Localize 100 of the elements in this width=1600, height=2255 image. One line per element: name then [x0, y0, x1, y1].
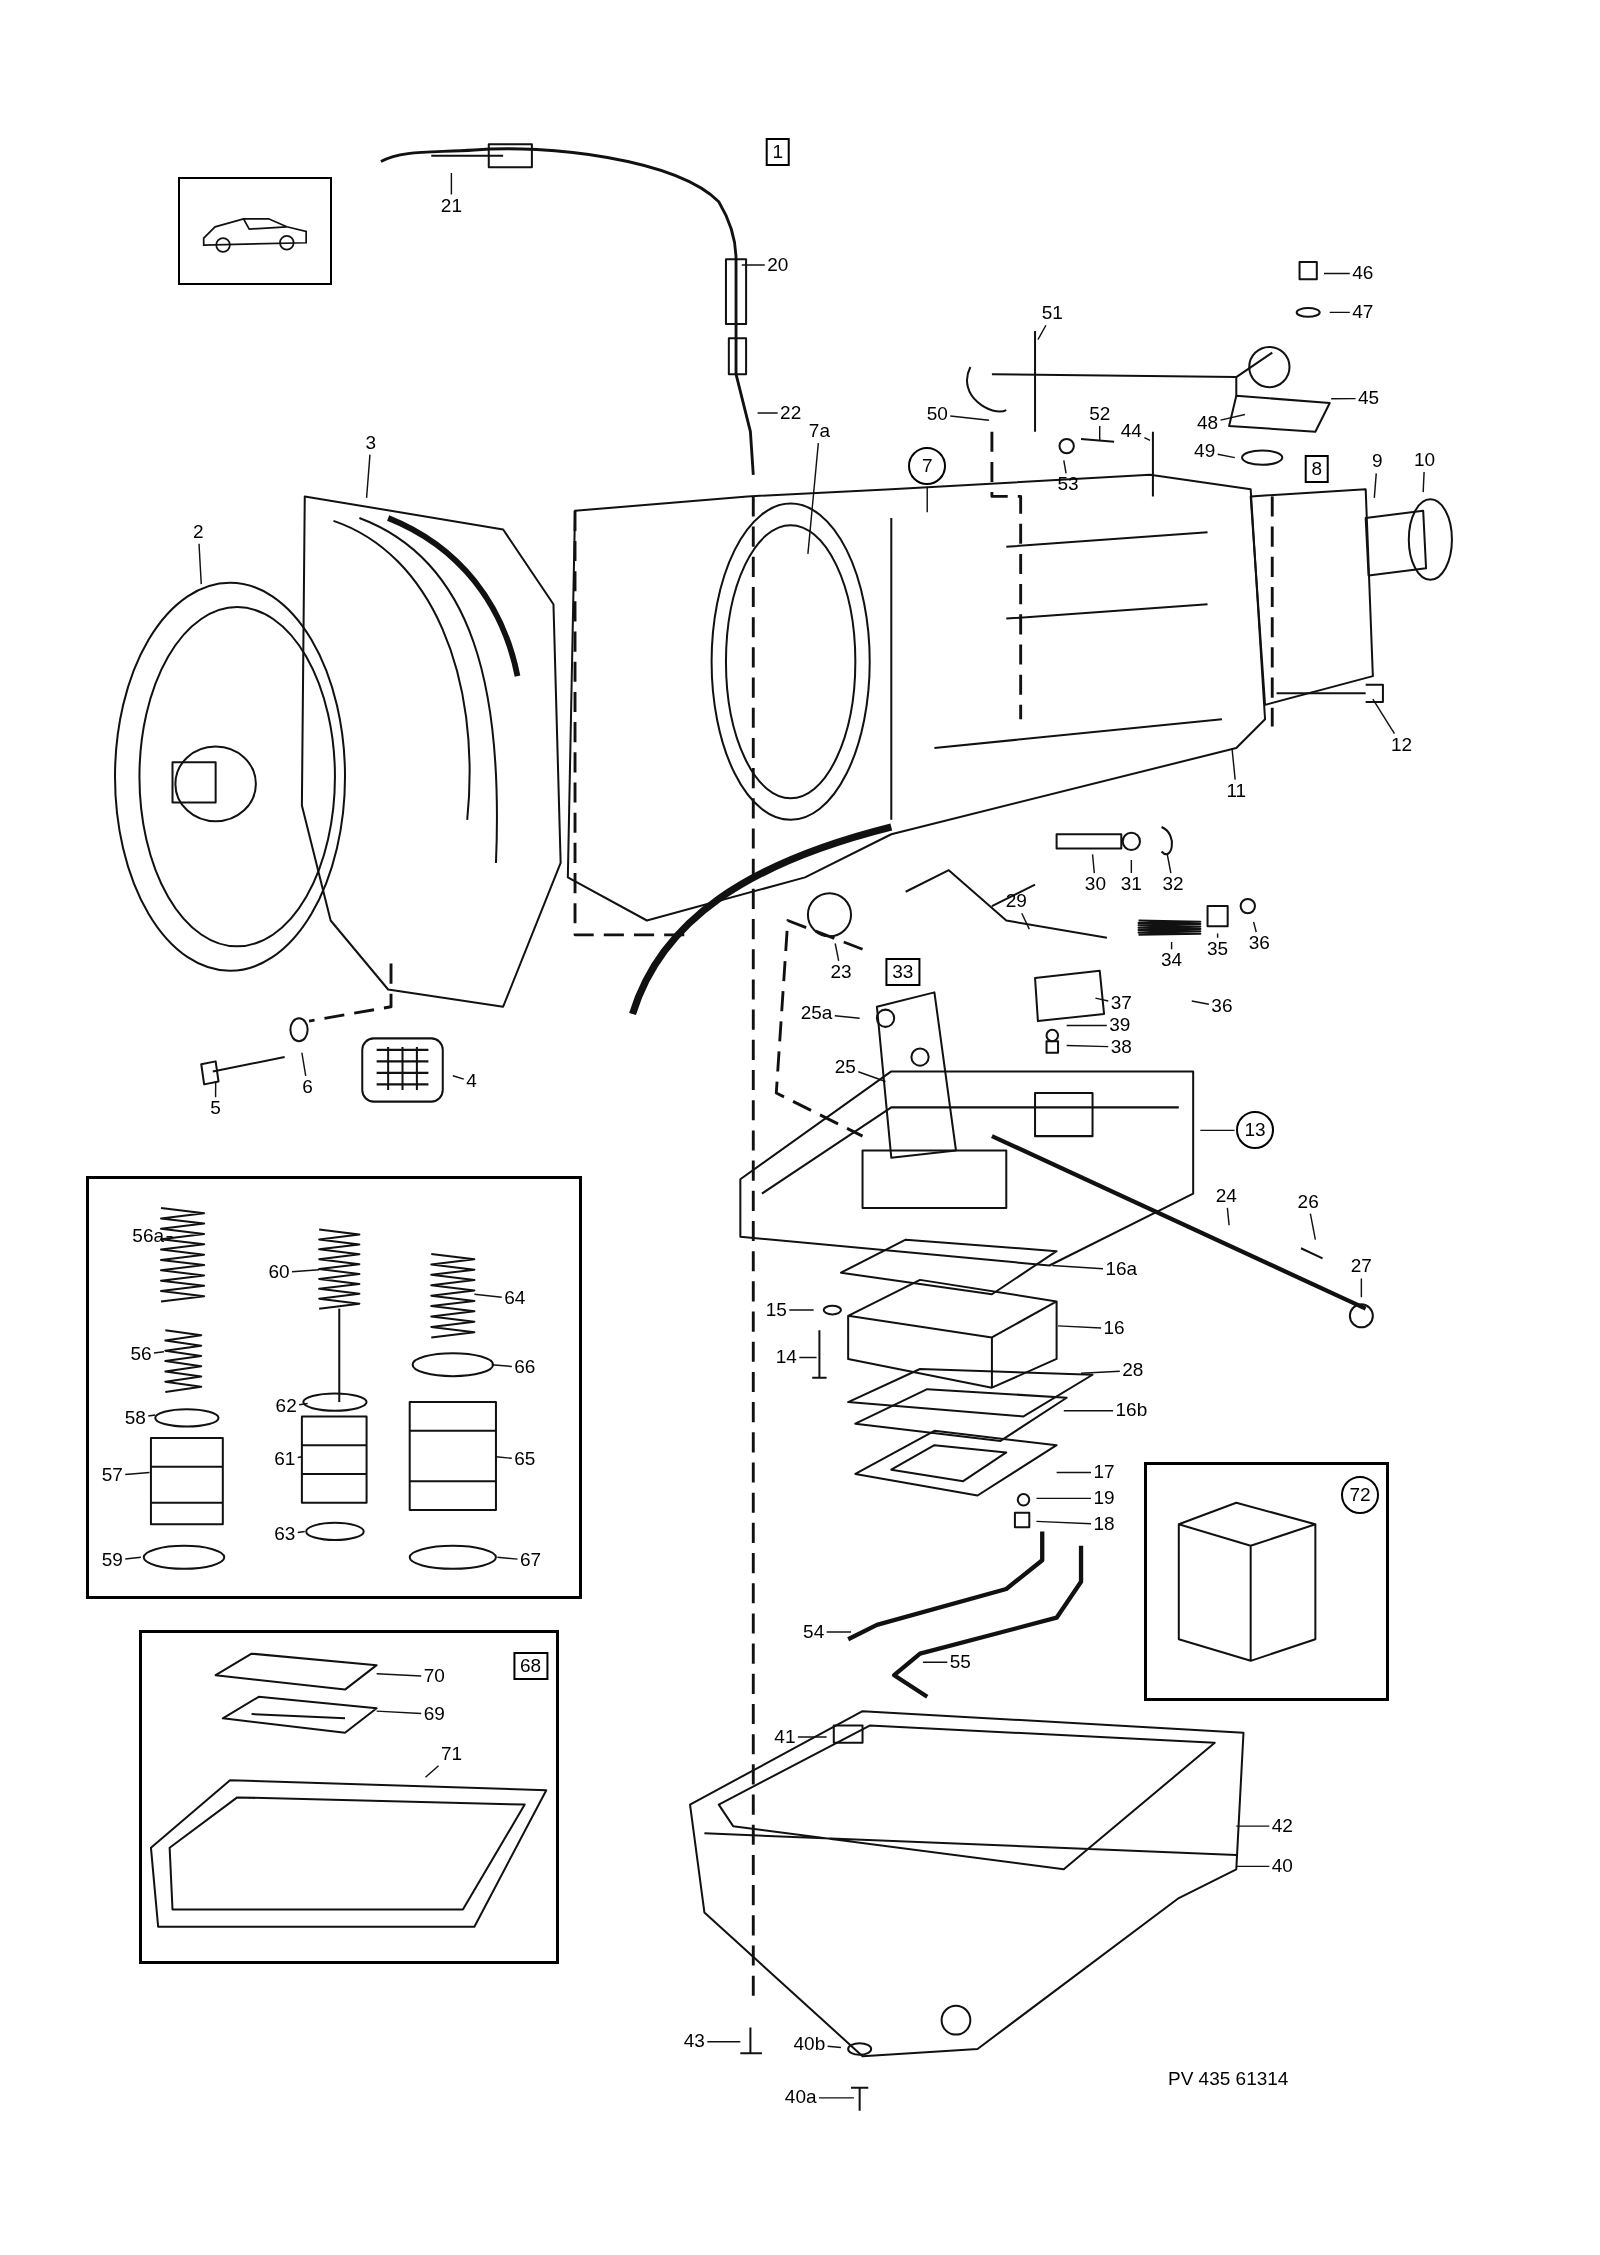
leader-line — [1021, 912, 1030, 930]
leader-line — [1216, 453, 1236, 459]
leader-line — [1252, 921, 1257, 933]
leader-line — [1143, 437, 1151, 442]
leader-line — [291, 1269, 320, 1273]
callout-number: 37 — [1109, 993, 1133, 1014]
leader-line — [198, 543, 202, 585]
leader-line — [473, 1293, 503, 1298]
callout-number: 20 — [766, 254, 790, 275]
callout-number: 46 — [1351, 263, 1375, 284]
leader-line — [834, 1015, 861, 1019]
callout-number: 61 — [273, 1449, 297, 1470]
callout-number: 56 — [129, 1344, 153, 1365]
leader-line — [1422, 471, 1425, 493]
callout-number: 12 — [1390, 734, 1414, 755]
leader-line — [798, 1356, 818, 1359]
leader-line — [1231, 747, 1236, 781]
leader-line — [1063, 1409, 1114, 1412]
leader-line — [1235, 1865, 1270, 1868]
callout-number: 10 — [1413, 450, 1437, 470]
leader-line — [834, 942, 840, 962]
callout-number: 36 — [1247, 933, 1271, 954]
callout-number: 44 — [1119, 421, 1143, 442]
callout-number: 15 — [764, 1299, 788, 1320]
callout-number: 40 — [1270, 1855, 1294, 1876]
leader-line — [1360, 1277, 1363, 1298]
callout-number: 64 — [503, 1288, 527, 1309]
callout-number: 62 — [274, 1396, 298, 1417]
callout-number: 17 — [1092, 1462, 1116, 1483]
callout-number: 18 — [1092, 1513, 1116, 1534]
callout-number: 57 — [100, 1465, 124, 1486]
leader-line — [1235, 1825, 1270, 1827]
callout-number: 58 — [123, 1407, 147, 1428]
leader-line — [1063, 459, 1067, 475]
leader-line — [1329, 311, 1351, 314]
callout-number: 25 — [833, 1056, 857, 1077]
leader-line — [452, 1075, 465, 1080]
callout-number: 68 — [513, 1652, 549, 1681]
callout-number: 30 — [1083, 874, 1107, 895]
leader-line — [797, 1736, 828, 1738]
callout-number: 42 — [1270, 1815, 1294, 1836]
callout-number: 5 — [209, 1098, 222, 1119]
inset-panel — [1144, 1462, 1389, 1701]
callout-number: 47 — [1351, 301, 1375, 322]
leader-line — [496, 1556, 519, 1560]
leader-line — [495, 1456, 513, 1460]
leader-line — [1191, 1000, 1210, 1005]
leader-line — [165, 1236, 174, 1238]
callout-number: 2 — [192, 521, 205, 542]
callout-number: 60 — [267, 1262, 291, 1283]
callout-number: 39 — [1108, 1014, 1132, 1035]
car-picture-inset — [178, 176, 333, 285]
leader-line — [424, 1765, 440, 1778]
callout-number: 19 — [1092, 1487, 1116, 1508]
leader-line — [1051, 1264, 1104, 1270]
callout-number: 22 — [779, 402, 803, 423]
callout-number: 7a — [807, 421, 831, 442]
leader-line — [1080, 1370, 1121, 1375]
leader-line — [857, 1071, 887, 1083]
callout-number: 70 — [422, 1666, 446, 1687]
callout-number: 11 — [1225, 780, 1248, 801]
callout-number: 63 — [273, 1523, 297, 1544]
callout-number: 51 — [1040, 303, 1064, 324]
callout-number: 40b — [792, 2034, 827, 2055]
callout-number: 49 — [1193, 441, 1217, 462]
leader-line — [153, 1351, 165, 1354]
callout-number: 3 — [364, 432, 378, 453]
callout-number: 16b — [1114, 1400, 1149, 1421]
leader-line — [1035, 1520, 1092, 1525]
leader-line — [1226, 1207, 1230, 1226]
callout-number: 1 — [765, 138, 790, 167]
leader-line — [926, 485, 928, 513]
leader-line — [706, 2041, 742, 2043]
leader-line — [1199, 1129, 1236, 1132]
inset-panel — [86, 1175, 583, 1599]
callout-number: 34 — [1160, 950, 1184, 971]
callout-number: 24 — [1214, 1186, 1238, 1207]
callout-number: 45 — [1357, 388, 1381, 409]
leader-line — [818, 2097, 855, 2099]
leader-line — [1372, 698, 1396, 735]
callout-number: 36 — [1210, 996, 1234, 1017]
leader-line — [375, 1710, 422, 1715]
leader-line — [922, 1661, 948, 1663]
leader-line — [741, 264, 766, 266]
leader-line — [1091, 853, 1096, 874]
callout-number: 50 — [925, 404, 949, 424]
leader-line — [1170, 941, 1173, 950]
callout-number: 28 — [1121, 1360, 1145, 1380]
leader-line — [1065, 1044, 1109, 1048]
callout-number: 9 — [1370, 451, 1384, 472]
callout-number: 67 — [519, 1549, 543, 1570]
callout-number: 27 — [1349, 1256, 1373, 1277]
leader-line — [1373, 472, 1377, 499]
leader-line — [826, 2045, 842, 2049]
callout-number: 7 — [908, 446, 947, 485]
leader-line — [214, 1080, 217, 1099]
callout-number: 33 — [885, 957, 921, 986]
callout-number: 8 — [1304, 454, 1330, 483]
callout-number: 52 — [1088, 404, 1112, 424]
callout-number: 4 — [465, 1071, 478, 1092]
